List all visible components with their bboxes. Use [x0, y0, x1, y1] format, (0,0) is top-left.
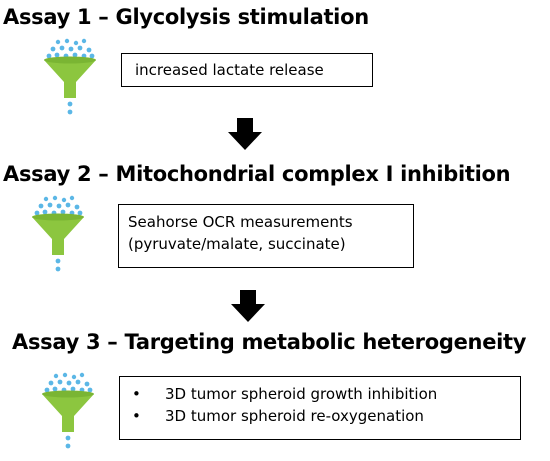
- assay-3-readout-box: • 3D tumor spheroid growth inhibition • …: [119, 376, 521, 440]
- assay-1-readout-box: increased lactate release: [121, 53, 373, 87]
- assay-1-readout-text: increased lactate release: [135, 61, 324, 79]
- funnel-icon: [44, 38, 96, 115]
- assay-2-title: Assay 2 – Mitochondrial complex I inhibi…: [3, 162, 511, 186]
- down-arrow-icon: [228, 118, 262, 150]
- down-arrow-icon: [231, 290, 265, 322]
- assay-3-readout-line-1: 3D tumor spheroid growth inhibition: [165, 385, 438, 403]
- assay-2-readout-line-2: (pyruvate/malate, succinate): [128, 235, 346, 253]
- funnel-icon: [42, 372, 94, 449]
- list-item: • 3D tumor spheroid re-oxygenation: [132, 405, 520, 427]
- assay-3-readout-line-2: 3D tumor spheroid re-oxygenation: [165, 407, 424, 425]
- assay-2-readout-line-1: Seahorse OCR measurements: [128, 213, 353, 231]
- funnel-icon: [32, 195, 84, 272]
- assay-1-title: Assay 1 – Glycolysis stimulation: [3, 5, 369, 29]
- assay-3-title: Assay 3 – Targeting metabolic heterogene…: [12, 330, 527, 354]
- list-item: • 3D tumor spheroid growth inhibition: [132, 383, 520, 405]
- bullet: •: [132, 385, 141, 403]
- assay-2-readout-box: Seahorse OCR measurements (pyruvate/mala…: [118, 204, 414, 268]
- bullet: •: [132, 407, 141, 425]
